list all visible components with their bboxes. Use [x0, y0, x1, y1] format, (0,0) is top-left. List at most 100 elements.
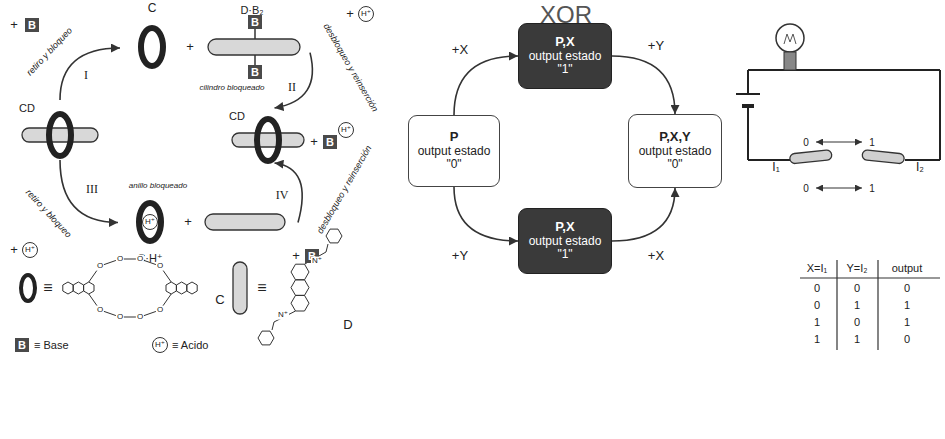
bulb-glass — [776, 24, 804, 52]
atom-label: N⁺ — [311, 257, 323, 266]
table-cell: 1 — [904, 299, 910, 311]
hexagon — [84, 282, 94, 294]
hexagon — [166, 282, 176, 294]
state-output: output estado "1" — [525, 235, 605, 263]
edge-label: +X — [647, 249, 665, 263]
state-name: P,X — [555, 220, 574, 235]
species-label: C — [148, 2, 157, 16]
molecule-state: CD — [225, 108, 315, 163]
table-cell: 1 — [904, 316, 910, 328]
cylinder — [208, 39, 300, 55]
cylinder — [205, 214, 285, 230]
battery-plate — [736, 93, 760, 95]
table-cell: 0 — [854, 316, 860, 328]
cylinder — [232, 133, 304, 147]
edge-label: +Y — [451, 249, 469, 263]
table-rule — [877, 260, 878, 350]
base-symbol: B — [248, 65, 262, 79]
reaction-arrow — [612, 188, 675, 241]
filament — [784, 34, 796, 44]
atom-label: O — [96, 306, 104, 315]
wire — [748, 159, 790, 161]
label: D — [343, 318, 352, 332]
battery-plate — [742, 104, 754, 108]
label: C — [215, 293, 224, 307]
molecule-state: CD·B₂cilindro bloqueado — [120, 2, 310, 94]
hexagon — [291, 264, 309, 280]
switch — [789, 150, 832, 164]
wire — [747, 106, 749, 160]
toggle-arrow — [816, 141, 862, 142]
arrow-note: desbloqueo y reinserción — [315, 143, 375, 236]
edge-label: I — [83, 69, 89, 82]
atom-label: O — [156, 306, 164, 315]
label: + — [10, 243, 18, 257]
state-box: P,Xoutput estado "1" — [518, 208, 612, 274]
toggle-arrow — [816, 187, 862, 188]
base-symbol: B — [25, 18, 39, 32]
species-label: CD — [229, 110, 245, 123]
cylinder — [22, 128, 98, 142]
species-label: anillo bloqueado — [129, 181, 187, 190]
table-cell: 0 — [904, 333, 910, 345]
label: 0 — [803, 183, 809, 194]
acid-symbol: H⁺ — [152, 337, 168, 353]
table-cell: 0 — [904, 282, 910, 294]
table-cell: 0 — [814, 282, 820, 294]
hexagon — [258, 331, 274, 345]
species-label: cilindro bloqueado — [200, 83, 265, 92]
switch — [862, 150, 905, 164]
label: I₁ — [772, 161, 779, 174]
reaction-arrow — [275, 163, 303, 223]
table-cell: 0 — [814, 299, 820, 311]
state-output: output estado "0" — [415, 145, 493, 173]
arrow-note: retiro y bloqueo — [25, 25, 76, 79]
label: 1 — [869, 137, 875, 148]
hexagon — [63, 282, 73, 294]
table-cell: 1 — [814, 316, 820, 328]
ring — [49, 114, 71, 156]
hexagon — [291, 280, 309, 296]
label: + — [346, 7, 354, 21]
atom-label: N⁺ — [277, 311, 289, 320]
table-rule — [836, 260, 837, 350]
label: + — [184, 215, 192, 229]
state-output: output estado "0" — [635, 145, 715, 173]
state-box: P,Xoutput estado "1" — [518, 23, 612, 89]
acid-symbol: H⁺ — [142, 214, 158, 230]
atom-label: O — [136, 255, 144, 264]
atom-label: O — [156, 262, 164, 271]
table-cell: 0 — [854, 282, 860, 294]
base-symbol: B — [248, 15, 262, 29]
label: + — [186, 40, 194, 54]
edge-label: +X — [451, 43, 469, 57]
reaction-arrow — [612, 56, 675, 114]
table-cell: 1 — [854, 333, 860, 345]
state-name: P,X — [555, 35, 574, 50]
legend-text: ≡ Base — [34, 339, 69, 351]
structure — [63, 229, 342, 345]
atom-label: O — [136, 313, 144, 322]
chain — [89, 294, 171, 317]
ring — [257, 119, 279, 161]
label: 0 — [803, 137, 809, 148]
chain — [89, 259, 171, 282]
stalk — [254, 55, 256, 65]
edge-label: IV — [275, 189, 290, 202]
label: + — [292, 249, 300, 263]
state-output: output estado "1" — [525, 50, 605, 78]
bulb — [776, 24, 804, 70]
state-box: P,X,Youtput estado "0" — [628, 114, 722, 188]
table-cell: output — [892, 262, 923, 274]
hexagon — [326, 229, 342, 243]
label: + — [310, 135, 318, 149]
cylinder — [233, 262, 247, 314]
hexagon — [73, 282, 83, 294]
molecule-state: CD — [15, 100, 105, 160]
ring — [139, 203, 161, 241]
table-cell: Y=I₂ — [846, 262, 867, 274]
arrow-note: desbloqueo y reinserción — [320, 21, 380, 114]
ring — [21, 275, 35, 301]
bond — [272, 311, 296, 330]
label: I₂ — [916, 161, 924, 174]
